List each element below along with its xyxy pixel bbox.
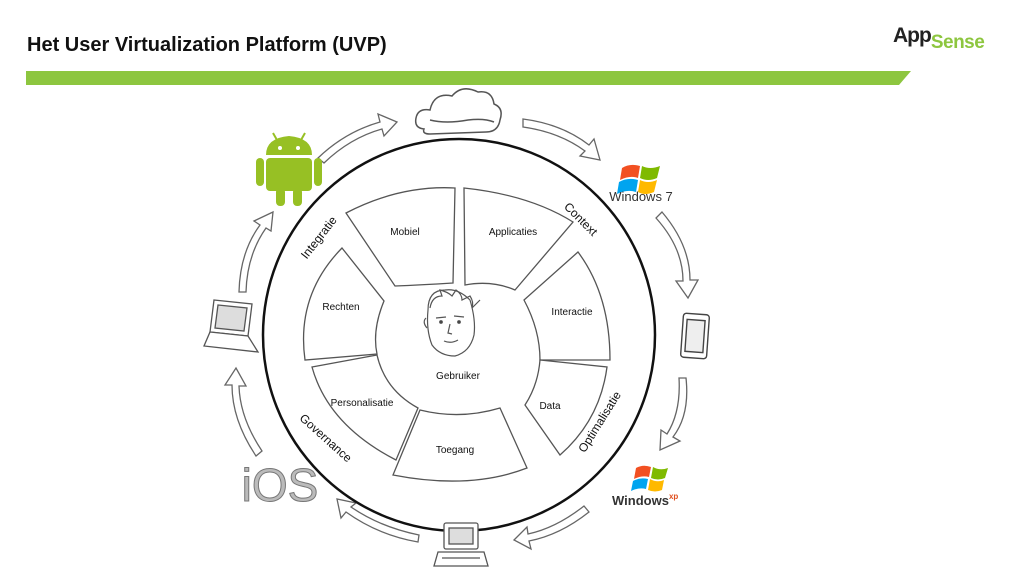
arrow-windowsxp-to-desktop [512,505,590,551]
cloud-icon [414,88,502,135]
arrow-cloud-to-windows7 [522,118,601,161]
segment-label-rechten: Rechten [322,302,359,313]
segment-interactie [523,251,611,361]
windowsxp-sup: xp [669,492,678,501]
segment-personalisatie [311,354,419,461]
windowsxp-main: Windows [612,493,669,508]
laptop-icon [203,299,260,353]
segment-label-mobiel: Mobiel [390,227,419,238]
segment-mobiel [345,187,456,287]
appsense-logo: AppSense [893,24,985,53]
windowsxp-logo-icon [631,465,668,492]
arrow-windows7-to-tablet [655,211,700,300]
windowsxp-label: Windowsxp [612,492,678,508]
logo-app-text: App [893,24,932,47]
user-face-icon [423,289,481,357]
arrow-laptop-to-android [238,210,274,293]
arrow-tablet-to-windowsxp [659,377,688,452]
logo-sense-text: Sense [930,32,985,53]
cycle-arrows [223,112,700,551]
segment-label-personalisatie: Personalisatie [331,398,394,409]
segment-label-data: Data [539,401,561,412]
desktop-computer-icon [433,522,489,567]
segment-label-interactie: Interactie [551,307,593,318]
segment-data [524,359,608,456]
ios-logo-icon: iOS [242,459,319,511]
arrow-ios-to-laptop [223,366,263,457]
segment-toegang [392,407,528,482]
arrow-android-to-cloud [317,112,399,164]
segments [302,187,611,482]
segment-rechten [302,247,385,361]
segment-label-toegang: Toegang [436,445,474,456]
windows7-label: Windows 7 [609,189,673,204]
center-label-gebruiker: Gebruiker [436,371,481,382]
windows7-logo-icon [617,164,660,194]
arrow-desktop-to-ios [336,498,420,543]
header-accent-bar [26,71,911,85]
tablet-icon [679,312,711,360]
page-title: Het User Virtualization Platform (UVP) [27,34,387,56]
segment-applicaties [463,187,574,291]
android-icon [256,132,322,206]
segment-label-applicaties: Applicaties [489,227,537,238]
